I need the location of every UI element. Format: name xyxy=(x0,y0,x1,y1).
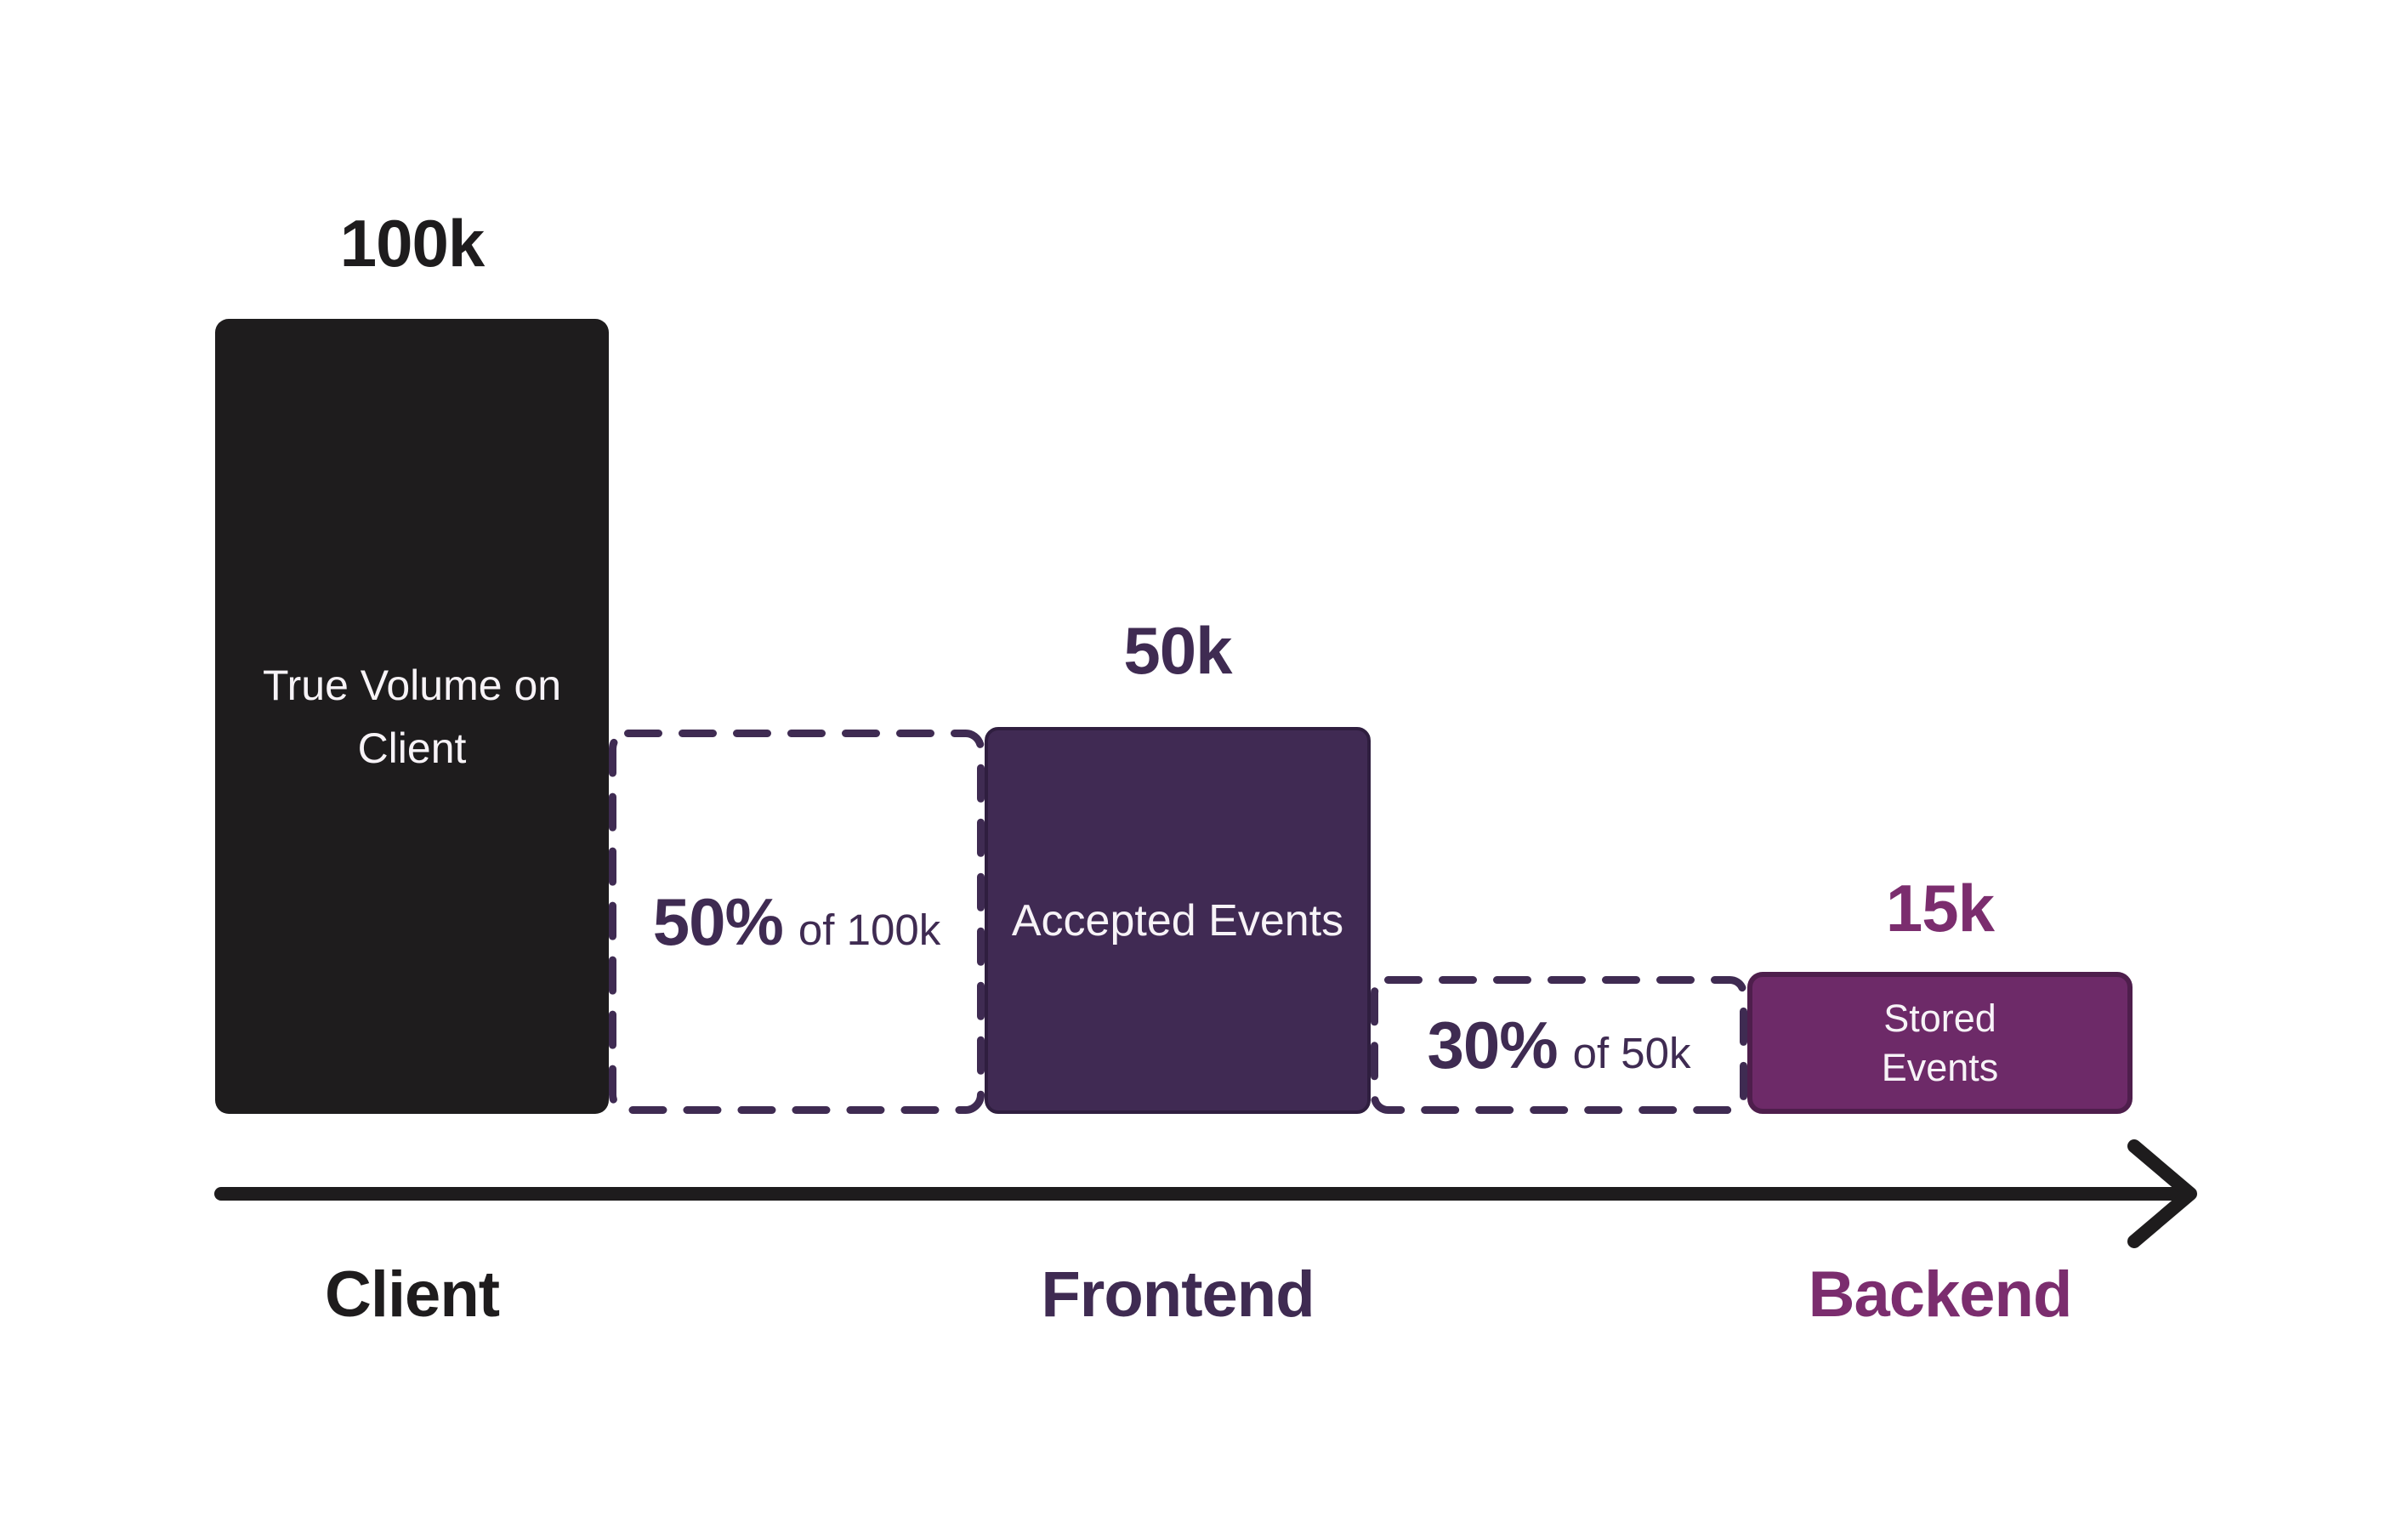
dropout-box-1-dashed-border xyxy=(609,730,985,1114)
value-label-frontend: 50k xyxy=(1123,613,1232,688)
axis-label-frontend: Frontend xyxy=(1041,1258,1315,1331)
bar-label-accepted-events: Accepted Events xyxy=(1012,895,1343,946)
dropout-annotation-2: 30% of 50k xyxy=(1371,976,1747,1114)
bar-accepted-events: Accepted Events xyxy=(985,727,1371,1114)
axis-label-backend: Backend xyxy=(1808,1258,2073,1331)
bar-true-volume-on-client: True Volume on Client xyxy=(215,319,609,1114)
dropout-box-2-dashed-border xyxy=(1371,976,1747,1114)
value-label-client: 100k xyxy=(339,206,486,281)
bar-label-line: Client xyxy=(357,724,467,772)
dropout-of-label: of 100k xyxy=(798,905,941,954)
dropout-annotation-1: 50% of 100k xyxy=(609,730,985,1114)
dropout-percent: 30% xyxy=(1427,1007,1558,1082)
bar-label-line: Events xyxy=(1881,1045,1999,1089)
flow-axis-arrowhead-icon xyxy=(2127,1139,2197,1248)
dropout-percent: 50% xyxy=(652,883,784,959)
bar-label-line: Stored xyxy=(1883,996,1996,1040)
bar-label-true-volume: True Volume on Client xyxy=(263,654,561,780)
dropout-annotation-text: 30% of 50k xyxy=(1427,1007,1690,1084)
dropout-of-label: of 50k xyxy=(1572,1028,1691,1077)
dropout-annotation-text: 50% of 100k xyxy=(653,883,940,961)
axis-label-client: Client xyxy=(324,1258,500,1331)
bar-stored-events: Stored Events xyxy=(1747,972,2133,1114)
bar-label-stored-events: Stored Events xyxy=(1882,994,1999,1093)
value-label-backend: 15k xyxy=(1885,871,1995,946)
bar-label-line: True Volume on xyxy=(262,661,562,709)
bar-label-line: Accepted Events xyxy=(1011,895,1344,946)
